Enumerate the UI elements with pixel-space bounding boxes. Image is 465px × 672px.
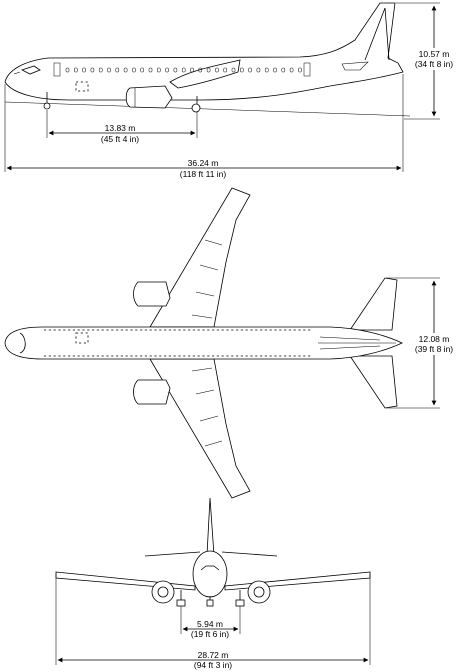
cabin-window	[173, 67, 178, 73]
top-tailplane-upper	[349, 277, 398, 331]
top-cockpit	[19, 332, 26, 354]
cabin-window	[240, 67, 244, 73]
track-imperial-label: (19 ft 6 in)	[191, 629, 229, 639]
top-tailplane-lower	[349, 355, 398, 409]
height-metric-label: 10.57 m	[419, 49, 450, 59]
cabin-window	[140, 67, 144, 73]
wingspan-imperial-label: (94 ft 3 in)	[194, 660, 232, 670]
front-engine-right	[247, 580, 271, 604]
cabin-window	[215, 67, 219, 73]
front-wing-right	[224, 571, 371, 591]
side-wing	[169, 59, 241, 89]
side-fuselage	[4, 2, 404, 101]
cabin-window	[115, 67, 120, 73]
cabin-window	[256, 67, 261, 73]
wheelbase-metric-label: 13.83 m	[105, 123, 136, 133]
cabin-window	[231, 67, 236, 73]
side-engine	[125, 85, 173, 109]
wingspan-metric-label: 28.72 m	[198, 650, 229, 660]
cabin-window	[132, 67, 136, 73]
cabin-window	[223, 67, 227, 73]
top-view: 12.08 m (39 ft 8 in)	[4, 187, 454, 499]
cabin-window	[107, 67, 111, 73]
track-metric-label: 5.94 m	[197, 619, 223, 629]
front-fuselage	[192, 550, 228, 598]
cabin-window	[206, 67, 211, 73]
cabin-window	[65, 67, 70, 73]
ground-line	[4, 101, 411, 117]
cabin-window	[90, 67, 95, 73]
side-rear-door	[303, 62, 311, 77]
side-cockpit-window	[20, 65, 41, 75]
side-view: 10.57 m (34 ft 8 in) 13.83 m (45 ft 4 in…	[4, 2, 454, 179]
side-cabin-windows	[65, 67, 302, 73]
front-view: 5.94 m (19 ft 6 in) 28.72 m (94 ft 3 in)	[55, 497, 371, 670]
wheelbase-imperial-label: (45 ft 4 in)	[101, 134, 139, 144]
cabin-window	[248, 67, 252, 73]
length-imperial-label: (118 ft 11 in)	[180, 169, 227, 179]
cabin-window	[148, 67, 153, 73]
cabin-window	[165, 67, 169, 73]
cabin-window	[298, 67, 302, 73]
tail-span-metric-label: 12.08 m	[419, 334, 450, 344]
cabin-window	[74, 67, 78, 73]
front-tailplane	[144, 551, 278, 557]
cabin-window	[289, 67, 294, 73]
tail-span-imperial-label: (39 ft 8 in)	[415, 344, 453, 354]
front-cockpit	[200, 565, 220, 571]
cabin-window	[273, 67, 277, 73]
height-imperial-label: (34 ft 8 in)	[415, 59, 453, 69]
top-engine-upper	[133, 281, 171, 307]
front-fin	[206, 497, 215, 556]
length-metric-label: 36.24 m	[188, 158, 219, 168]
side-rudder	[364, 7, 390, 61]
front-wing-left	[55, 571, 196, 591]
cabin-window	[181, 67, 186, 73]
cabin-window	[157, 67, 161, 73]
front-engine-left	[151, 580, 175, 604]
cabin-window	[123, 67, 128, 73]
top-fuselage	[4, 326, 403, 360]
side-main-gear	[191, 96, 201, 113]
side-front-door	[53, 62, 61, 77]
side-nose-gear	[43, 92, 51, 110]
top-engine-lower	[133, 379, 171, 405]
cabin-window	[264, 67, 269, 73]
cabin-window	[98, 67, 103, 73]
cabin-window	[281, 67, 286, 73]
side-tailplane	[341, 61, 369, 71]
cabin-window	[82, 67, 86, 73]
